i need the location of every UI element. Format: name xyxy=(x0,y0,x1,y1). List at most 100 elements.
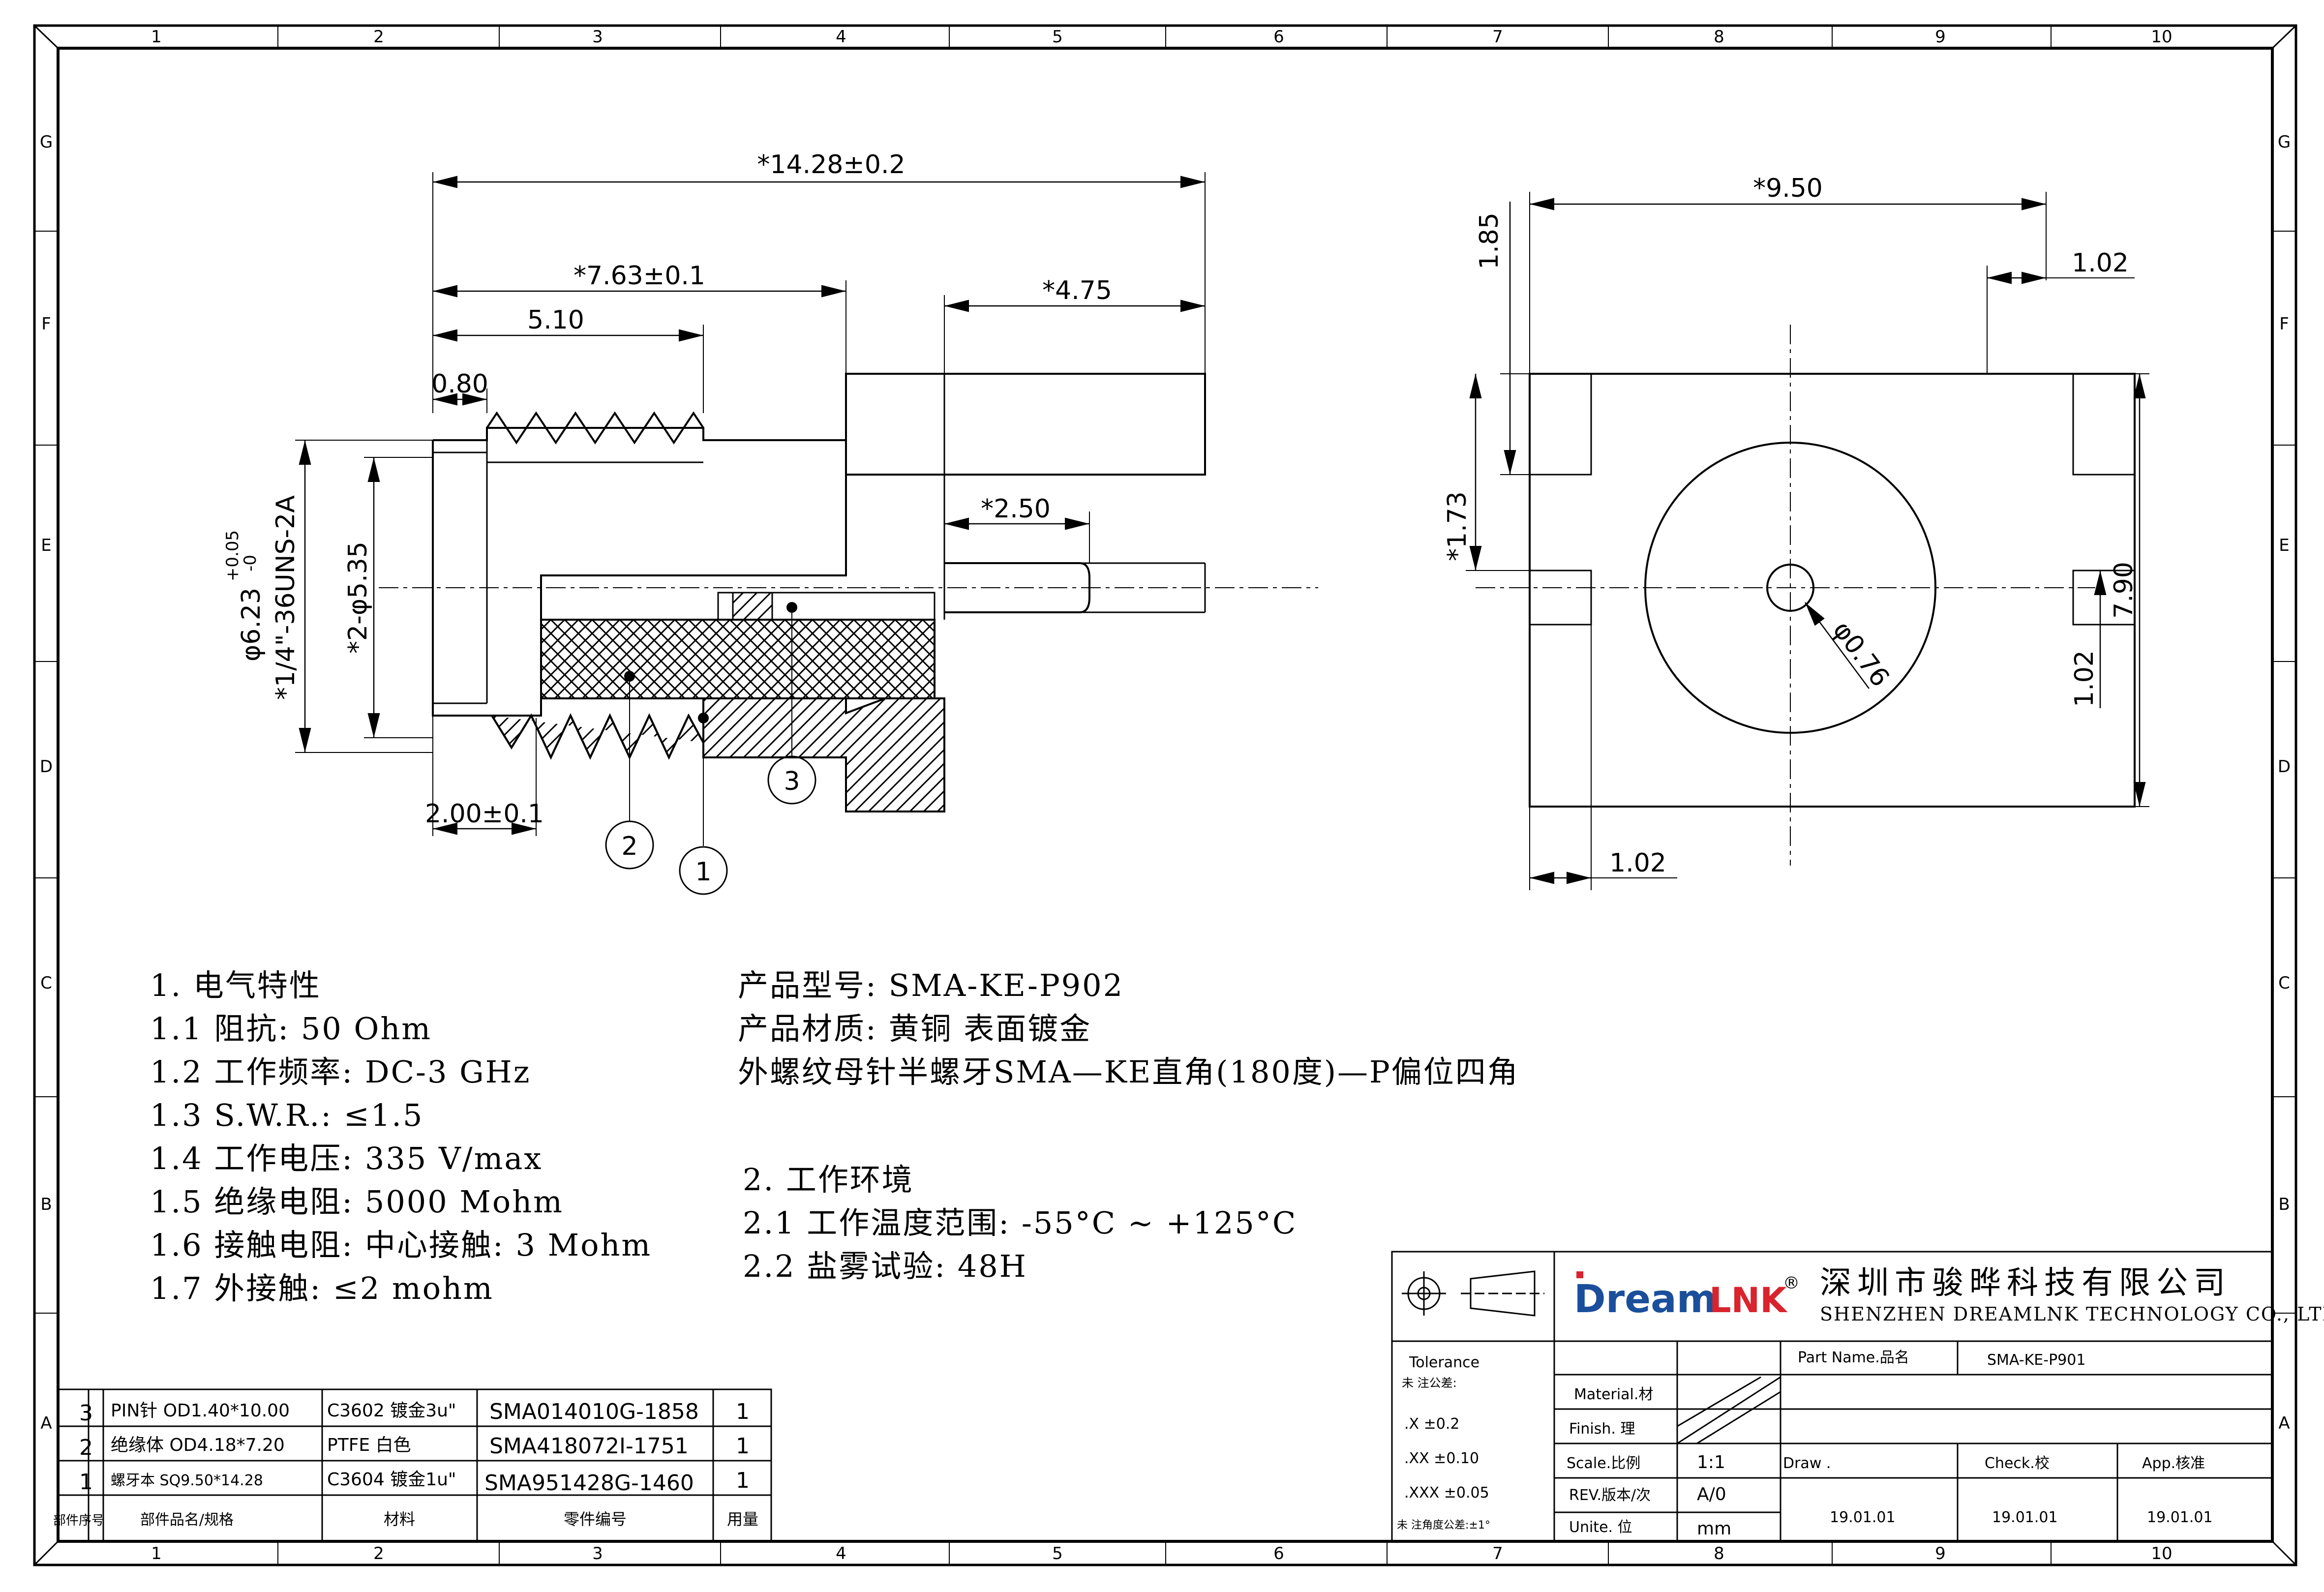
tolerance-xx: .XX ±0.10 xyxy=(1404,1450,1479,1467)
row-label-g: G xyxy=(40,132,53,152)
product-description: 外螺纹母针半螺牙SMA—KE直角(180度)—P偏位四角 xyxy=(738,1054,1519,1090)
spec-line-5: 1.5 绝缘电阻: 5000 Mohm xyxy=(150,1184,564,1220)
balloon-2-label: 2 xyxy=(621,832,637,861)
bom-row2-no: 2 xyxy=(79,1435,93,1460)
col-label-4: 4 xyxy=(836,27,846,47)
unit-value: mm xyxy=(1697,1519,1731,1539)
dim-510: 5.10 xyxy=(527,305,584,335)
col-label-5b: 5 xyxy=(1052,1544,1063,1563)
row-label-e: E xyxy=(41,536,51,555)
spec-product: 产品型号: SMA-KE-P902 产品材质: 黄铜 表面镀金 外螺纹母针半螺牙… xyxy=(738,967,1519,1090)
bom-row3-name: PIN针 OD1.40*10.00 xyxy=(111,1401,290,1421)
dim-dia-623-tol-minus: -0 xyxy=(241,555,260,571)
col-label-5: 5 xyxy=(1052,27,1063,47)
col-label-2b: 2 xyxy=(373,1544,384,1563)
spec-line-3: 1.3 S.W.R.: ≤1.5 xyxy=(150,1097,423,1133)
dim-width-950: *9.50 xyxy=(1753,174,1823,203)
spec-environment: 2. 工作环境 2.1 工作温度范围: -55°C ~ +125°C 2.2 盐… xyxy=(743,1162,1297,1284)
col-label-1: 1 xyxy=(151,27,162,47)
bom-row1-no: 1 xyxy=(79,1470,93,1495)
row-label-a: A xyxy=(40,1413,52,1433)
spec-line-6: 1.6 接触电阻: 中心接触: 3 Mohm xyxy=(150,1227,652,1263)
col-label-4b: 4 xyxy=(836,1544,846,1563)
env-line-2: 2.2 盐雾试验: 48H xyxy=(743,1248,1027,1284)
dim-dia-623-tol-plus: +0.05 xyxy=(223,530,242,581)
spec-line-2: 1.2 工作频率: DC-3 GHz xyxy=(150,1054,531,1090)
col-label-7b: 7 xyxy=(1492,1544,1503,1563)
row-label-b: B xyxy=(40,1195,52,1214)
bom-row1-name: 螺牙本 SQ9.50*14.28 xyxy=(111,1472,263,1489)
connector-side-view: 2 1 3 *14.28±0.2 *7.63±0.1 5.10 0.80 *4.… xyxy=(223,150,1318,895)
env-line-1: 2.1 工作温度范围: -55°C ~ +125°C xyxy=(743,1205,1297,1241)
bom-table: 3 PIN针 OD1.40*10.00 C3602 镀金3u" SMA01401… xyxy=(53,1388,772,1543)
logo-dream: Dream xyxy=(1574,1277,1717,1322)
product-material: 产品材质: 黄铜 表面镀金 xyxy=(738,1011,1091,1047)
row-markers: G F E D C B A G F E D C B A xyxy=(34,132,2296,1433)
col-label-8: 8 xyxy=(1714,27,1724,47)
unit-label: Unite. 位 xyxy=(1569,1519,1632,1536)
row-label-c-r: C xyxy=(2278,973,2290,993)
bom-header-part: 零件编号 xyxy=(564,1510,627,1529)
row-label-d-r: D xyxy=(2278,757,2291,777)
bom-header-qty: 用量 xyxy=(727,1510,758,1529)
column-markers: 1 2 3 4 5 6 7 8 9 10 1 2 3 4 5 6 7 8 9 1… xyxy=(151,26,2173,1565)
connector-front-view: *9.50 1.02 1.85 *1.73 7.90 1.02 φ0.76 xyxy=(1443,174,2149,890)
tolerance-title: Tolerance xyxy=(1409,1354,1479,1371)
col-label-10b: 10 xyxy=(2151,1544,2172,1563)
row-label-c: C xyxy=(40,973,52,993)
balloon-2 xyxy=(605,820,654,870)
dim-overall-length: *14.28±0.2 xyxy=(757,150,905,180)
bom-header-name: 部件品名/规格 xyxy=(140,1511,234,1529)
row-label-f-r: F xyxy=(2279,314,2289,334)
check-label: Check.校 xyxy=(1985,1455,2050,1472)
col-label-7: 7 xyxy=(1492,27,1503,47)
app-date: 19.01.01 xyxy=(2147,1509,2213,1526)
row-label-a-r: A xyxy=(2278,1413,2290,1433)
dim-h-185: 1.85 xyxy=(1475,212,1504,270)
row-label-f: F xyxy=(41,314,51,334)
dim-width-102-bottom: 1.02 xyxy=(1609,848,1666,878)
row-label-d: D xyxy=(40,757,53,777)
tolerance-angle: 未 注角度公差:±1° xyxy=(1397,1519,1490,1532)
col-label-9: 9 xyxy=(1935,27,1946,47)
dim-dia-076: φ0.76 xyxy=(1827,616,1895,692)
company-name-en: SHENZHEN DREAMLNK TECHNOLOGY CO., LTD xyxy=(1820,1303,2324,1325)
logo-lnk: LNK xyxy=(1709,1280,1788,1321)
col-label-6b: 6 xyxy=(1273,1544,1284,1563)
tolerance-sub: 未 注公差: xyxy=(1402,1376,1457,1390)
bom-header-material: 材料 xyxy=(384,1510,415,1529)
row-label-g-r: G xyxy=(2278,132,2291,152)
bom-row1-material: C3604 镀金1u" xyxy=(327,1470,456,1490)
scale-label: Scale.比例 xyxy=(1567,1455,1640,1472)
spec-electrical: 1. 电气特性 1.1 阻抗: 50 Ohm 1.2 工作频率: DC-3 GH… xyxy=(150,967,652,1306)
rev-value: A/0 xyxy=(1697,1484,1726,1504)
bom-row3-qty: 1 xyxy=(736,1399,750,1424)
balloon-3 xyxy=(767,755,816,805)
bom-header-no: 部件序号 xyxy=(53,1513,104,1528)
check-date: 19.01.01 xyxy=(1992,1509,2058,1526)
logo-reg: ® xyxy=(1783,1273,1800,1293)
spec-line-0: 1. 电气特性 xyxy=(150,967,321,1003)
dim-h-102-side: 1.02 xyxy=(2070,650,2099,707)
material-label: Material.材 xyxy=(1574,1386,1653,1403)
row-label-e-r: E xyxy=(2279,536,2289,555)
spec-line-4: 1.4 工作电压: 335 V/max xyxy=(150,1141,543,1176)
dim-dia-535: *2-φ5.35 xyxy=(343,541,373,654)
dim-080: 0.80 xyxy=(431,369,488,399)
spec-line-7: 1.7 外接触: ≤2 mohm xyxy=(150,1270,494,1306)
col-label-10: 10 xyxy=(2151,27,2172,47)
col-label-2: 2 xyxy=(373,27,384,47)
balloon-1 xyxy=(679,846,728,895)
bom-row3-material: C3602 镀金3u" xyxy=(327,1401,456,1421)
col-label-3: 3 xyxy=(592,27,603,47)
dim-h-790: 7.90 xyxy=(2109,562,2139,619)
title-block: Dream LNK ® 深圳市骏晔科技有限公司 SHENZHEN DREAMLN… xyxy=(1391,1251,2324,1543)
partname-value: SMA-KE-P901 xyxy=(1987,1352,2085,1369)
projection-symbol xyxy=(1402,1270,1544,1317)
balloon-3-label: 3 xyxy=(784,767,800,796)
product-model: 产品型号: SMA-KE-P902 xyxy=(738,967,1124,1003)
spec-line-1: 1.1 阻抗: 50 Ohm xyxy=(150,1011,432,1047)
bom-row2-material: PTFE 白色 xyxy=(327,1435,411,1455)
bom-row3-part: SMA014010G-1858 xyxy=(489,1399,699,1424)
